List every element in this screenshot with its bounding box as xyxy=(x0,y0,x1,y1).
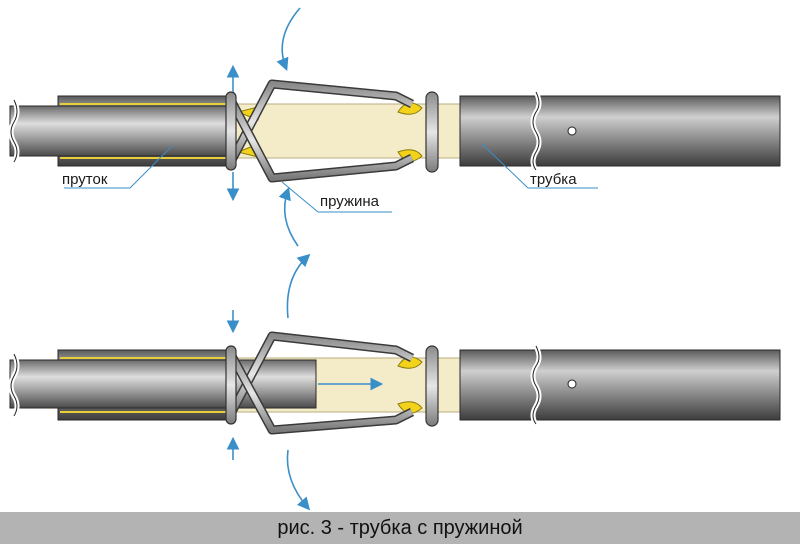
label-spring: пружина xyxy=(320,193,380,210)
rod xyxy=(9,105,231,157)
tube-insert xyxy=(227,103,461,159)
label-rod: пруток xyxy=(62,171,108,188)
rod-inserted xyxy=(9,359,317,409)
collar-right xyxy=(425,91,439,173)
caption-bar xyxy=(0,512,800,544)
tube-outer-right xyxy=(459,95,781,167)
figure-caption: рис. 3 - трубка с пружиной xyxy=(277,517,523,539)
collar-left xyxy=(225,91,237,171)
tube-hole xyxy=(567,126,577,136)
spring-loop xyxy=(397,102,423,115)
assembly-top: пруток пружина трубка xyxy=(8,7,781,247)
label-tube: трубка xyxy=(530,171,577,188)
spring-wire xyxy=(228,79,415,183)
assembly-bottom xyxy=(8,253,781,511)
